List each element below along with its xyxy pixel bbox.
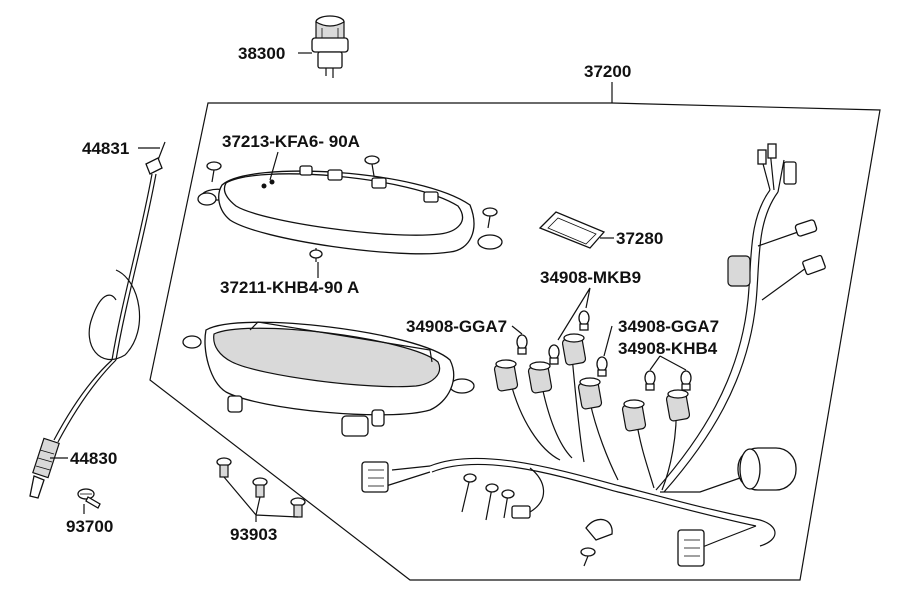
leader-34908-mkb9 (557, 287, 591, 341)
screw-cover-left[interactable] (206, 161, 222, 183)
bulb-socket-3[interactable] (561, 333, 587, 366)
meter-case-lower[interactable] (182, 321, 475, 437)
label-93700: 93700 (66, 517, 113, 536)
leader-34908-khb4 (649, 355, 687, 371)
bulb-khb4-a[interactable] (644, 370, 656, 391)
meter-cover-37213[interactable] (197, 165, 503, 262)
screw-93700[interactable] (77, 488, 101, 509)
bulb-socket-6[interactable] (665, 389, 691, 422)
label-38300: 38300 (238, 44, 285, 63)
bulb-socket-2[interactable] (527, 361, 553, 394)
speedometer-cable[interactable] (29, 141, 166, 499)
leader-37213 (269, 151, 279, 181)
label-34908-gga7-right: 34908-GGA7 (618, 317, 719, 336)
bulb-socket-1[interactable] (493, 359, 519, 392)
bulb-socket-5[interactable] (621, 399, 647, 432)
label-37213: 37213-KFA6- 90A (222, 132, 360, 151)
label-34908-gga7-left: 34908-GGA7 (406, 317, 507, 336)
screw-cover-mid[interactable] (364, 155, 380, 177)
ignition-switch-38300[interactable] (311, 15, 349, 78)
label-37280: 37280 (616, 229, 663, 248)
label-34908-mkb9: 34908-MKB9 (540, 268, 641, 287)
bulb-socket-4[interactable] (577, 377, 603, 410)
label-44831: 44831 (82, 139, 129, 158)
label-93903: 93903 (230, 525, 277, 544)
screw-93903-b[interactable] (252, 477, 268, 498)
label-44830: 44830 (70, 449, 117, 468)
leader-34908-gga7-right (603, 325, 613, 357)
leader-34908-gga7-left (511, 325, 523, 335)
bulb-khb4-b[interactable] (680, 370, 692, 391)
wiring-harness-37200[interactable] (361, 143, 826, 567)
bulb-mkb9-b[interactable] (578, 310, 590, 331)
screw-93903-a[interactable] (216, 457, 232, 478)
label-37200: 37200 (584, 62, 631, 81)
gasket-37280[interactable] (538, 211, 606, 249)
leader-93903 (223, 476, 299, 522)
label-34908-khb4: 34908-KHB4 (618, 339, 718, 358)
label-37211: 37211-KHB4-90 A (220, 278, 359, 297)
bulb-gga7-right[interactable] (596, 356, 608, 377)
screw-93903-c[interactable] (290, 497, 306, 518)
bulb-mkb9-a[interactable] (548, 344, 560, 365)
bulb-gga7-left[interactable] (516, 334, 528, 355)
screw-cover-right[interactable] (482, 207, 498, 229)
